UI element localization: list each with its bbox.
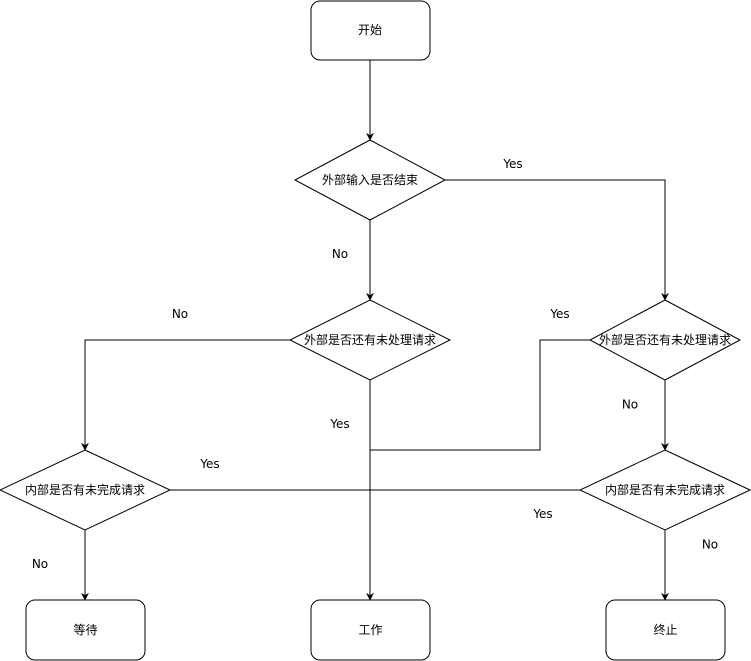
edge-label-input-end-no: No (332, 247, 348, 261)
edge-label-int-left-no: No (32, 557, 48, 571)
node-ext-pending-left-label: 外部是否还有未处理请求 (304, 332, 436, 347)
node-input-end-label: 外部输入是否结束 (322, 172, 418, 187)
edge-label-int-right-yes: Yes (532, 507, 552, 521)
edge-label-int-left-yes: Yes (199, 457, 219, 471)
node-stop[interactable]: 终止 (605, 599, 726, 661)
node-wait-label: 等待 (73, 623, 97, 637)
edge-label-int-right-no: No (702, 538, 718, 552)
node-start[interactable]: 开始 (310, 0, 431, 61)
edge-ext-left-no (81, 339, 290, 451)
node-work-label: 工作 (358, 623, 382, 637)
node-int-pending-right-decision[interactable]: 内部是否有未完成请求 (578, 449, 751, 531)
node-int-pending-left-label: 内部是否有未完成请求 (25, 482, 145, 497)
edge-label-ext-right-yes: Yes (549, 307, 569, 321)
node-ext-pending-left-decision[interactable]: 外部是否还有未处理请求 (288, 299, 452, 381)
node-ext-pending-right-decision[interactable]: 外部是否还有未处理请求 (588, 299, 742, 381)
edge-label-input-end-yes: Yes (502, 157, 522, 171)
node-input-end-decision[interactable]: 外部输入是否结束 (293, 139, 447, 221)
edge-label-ext-right-no: No (622, 398, 638, 412)
edge-input-end-yes (445, 179, 669, 301)
edge-label-ext-left-no: No (172, 307, 188, 321)
node-int-pending-right-label: 内部是否有未完成请求 (605, 482, 725, 497)
node-ext-pending-right-label: 外部是否还有未处理请求 (599, 332, 731, 347)
node-start-label: 开始 (358, 23, 382, 37)
node-work[interactable]: 工作 (310, 599, 431, 661)
edge-label-ext-left-yes: Yes (329, 417, 349, 431)
node-int-pending-left-decision[interactable]: 内部是否有未完成请求 (0, 449, 172, 531)
node-stop-label: 终止 (653, 622, 677, 637)
node-wait[interactable]: 等待 (25, 599, 146, 661)
edge-ext-right-yes (370, 339, 590, 451)
